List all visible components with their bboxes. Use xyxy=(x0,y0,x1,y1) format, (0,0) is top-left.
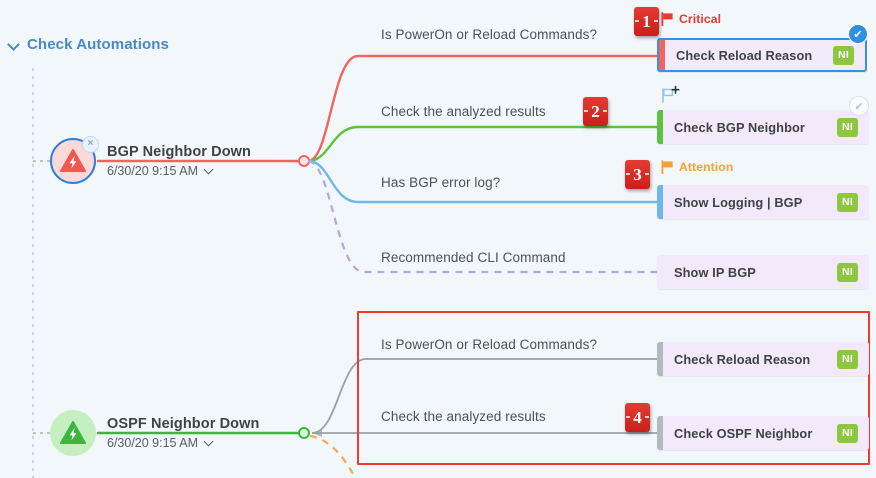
branch-label-3: Has BGP error log? xyxy=(381,175,501,190)
card-label: Check BGP Neighbor xyxy=(674,119,805,135)
ni-badge: NI xyxy=(837,423,858,443)
branch-label-6: Check the analyzed results xyxy=(381,409,546,424)
flag-icon xyxy=(661,12,673,26)
action-card-show-logging-bgp[interactable]: Show Logging | BGP NI xyxy=(657,185,869,219)
card-color-bar xyxy=(657,342,663,376)
branch-label-4: Recommended CLI Command xyxy=(381,250,566,265)
card-color-bar xyxy=(657,110,663,144)
flag-critical[interactable]: Critical xyxy=(661,12,721,26)
alert-triangle-icon xyxy=(50,410,96,456)
action-card-check-ospf-neighbor[interactable]: Check OSPF Neighbor NI xyxy=(657,416,869,450)
event-node-text: OSPF Neighbor Down 6/30/20 9:15 AM xyxy=(107,416,259,450)
branch-label-1: Is PowerOn or Reload Commands? xyxy=(381,27,598,42)
chevron-down-icon[interactable] xyxy=(8,39,20,51)
close-icon[interactable]: × xyxy=(82,136,99,153)
card-color-bar xyxy=(659,40,665,70)
card-check-badge[interactable]: ✔ xyxy=(849,96,869,116)
alert-triangle-glyph xyxy=(60,421,86,444)
event-node-ospf[interactable]: OSPF Neighbor Down 6/30/20 9:15 AM xyxy=(50,410,259,456)
ni-badge: NI xyxy=(837,262,858,282)
action-card-check-bgp-neighbor[interactable]: Check BGP Neighbor NI xyxy=(657,110,869,144)
alert-triangle-glyph xyxy=(60,149,86,172)
card-color-bar xyxy=(657,416,663,450)
add-flag-glyph xyxy=(662,85,680,103)
event-meta[interactable]: 6/30/20 9:15 AM xyxy=(107,436,259,450)
flag-label: Attention xyxy=(679,160,734,174)
event-node-text: BGP Neighbor Down 6/30/20 9:15 AM xyxy=(107,144,251,178)
event-timestamp: 6/30/20 9:15 AM xyxy=(107,164,199,178)
card-label: Check OSPF Neighbor xyxy=(674,425,813,441)
event-title: OSPF Neighbor Down xyxy=(107,416,260,432)
event-title: BGP Neighbor Down xyxy=(107,144,252,160)
section-header[interactable]: Check Automations xyxy=(8,36,169,53)
flag-label: Critical xyxy=(679,12,722,26)
event-timestamp: 6/30/20 9:15 AM xyxy=(107,436,199,450)
branch-label-5: Is PowerOn or Reload Commands? xyxy=(381,337,598,352)
event-node-bgp[interactable]: × BGP Neighbor Down 6/30/20 9:15 AM xyxy=(50,136,251,184)
step-badge-3: 3 xyxy=(625,160,650,189)
branch-label-2: Check the analyzed results xyxy=(381,104,546,119)
step-badge-2: 2 xyxy=(583,97,608,126)
card-color-bar xyxy=(657,255,663,289)
card-color-bar xyxy=(657,185,663,219)
ni-badge: NI xyxy=(837,192,858,212)
card-label: Check Reload Reason xyxy=(674,351,811,367)
section-title: Check Automations xyxy=(27,36,169,53)
ni-badge: NI xyxy=(837,349,858,369)
ni-badge: NI xyxy=(837,117,858,137)
card-label: Show Logging | BGP xyxy=(674,194,803,210)
action-card-check-reload-reason-ospf[interactable]: Check Reload Reason NI xyxy=(657,342,869,376)
alert-triangle-icon: × xyxy=(50,136,99,184)
action-card-check-reload-reason[interactable]: Check Reload Reason NI xyxy=(657,38,867,72)
add-flag-icon[interactable] xyxy=(660,85,682,112)
event-meta[interactable]: 6/30/20 9:15 AM xyxy=(107,164,251,178)
chevron-down-icon[interactable] xyxy=(204,166,214,176)
card-label: Check Reload Reason xyxy=(676,47,813,63)
chevron-down-icon[interactable] xyxy=(204,438,214,448)
flag-attention[interactable]: Attention xyxy=(661,160,733,174)
highlight-selection-box xyxy=(357,311,870,465)
step-badge-1: 1 xyxy=(634,7,659,36)
card-label: Show IP BGP xyxy=(674,264,756,280)
action-card-show-ip-bgp[interactable]: Show IP BGP NI xyxy=(657,255,869,289)
card-check-badge-selected[interactable]: ✔ xyxy=(848,24,868,44)
ni-badge: NI xyxy=(833,45,854,65)
flag-icon xyxy=(661,160,673,174)
step-badge-4: 4 xyxy=(625,403,650,432)
